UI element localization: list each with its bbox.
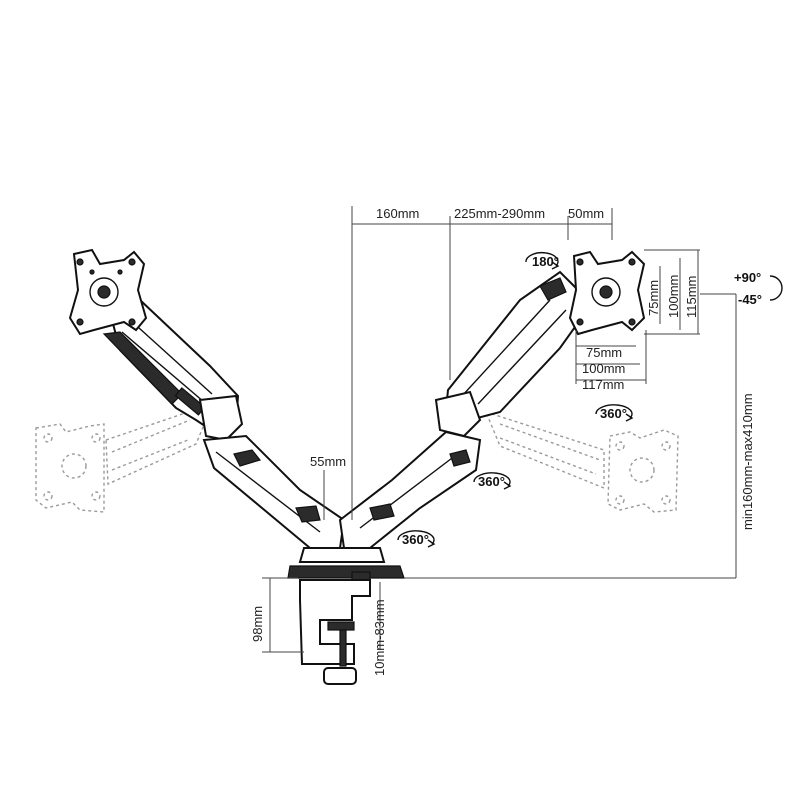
- head-rotation-label: 180°: [532, 254, 559, 269]
- head-offset-label: 50mm: [568, 206, 604, 221]
- ghost-arm-right: [484, 410, 679, 513]
- arm-segment-1-label: 160mm: [376, 206, 419, 221]
- arm-segment-2-label: 225mm-290mm: [454, 206, 545, 221]
- pole-width-label: 55mm: [310, 454, 346, 469]
- clamp-range-label: 10mm-83mm: [372, 599, 387, 676]
- swivel-elbow-label: 360°: [478, 474, 505, 489]
- left-arm: [102, 298, 346, 549]
- tilt-up-label: +90°: [734, 270, 761, 285]
- tilt-down-label: -45°: [738, 292, 762, 307]
- vesa-side-100-label: 100mm: [666, 275, 681, 318]
- right-arm: [338, 270, 582, 549]
- vesa-117-label: 117mm: [582, 377, 624, 392]
- clamp-height-label: 98mm: [250, 606, 265, 642]
- left-vesa-plate: [68, 248, 148, 336]
- ghost-arm-left: [35, 407, 207, 513]
- vesa-side-115-label: 115mm: [684, 276, 699, 318]
- right-vesa-plate: [568, 250, 646, 336]
- mount-base: [287, 547, 405, 685]
- swivel-base-label: 360°: [402, 532, 429, 547]
- vesa-100-label: 100mm: [582, 361, 625, 376]
- vesa-75-label: 75mm: [586, 345, 622, 360]
- swivel-head-label: 360°: [600, 406, 627, 421]
- vesa-side-75-label: 75mm: [646, 280, 661, 316]
- dimension-lines: [262, 206, 737, 653]
- rotation-arrows: [397, 251, 783, 548]
- height-range-label: min160mm-max410mm: [740, 393, 755, 530]
